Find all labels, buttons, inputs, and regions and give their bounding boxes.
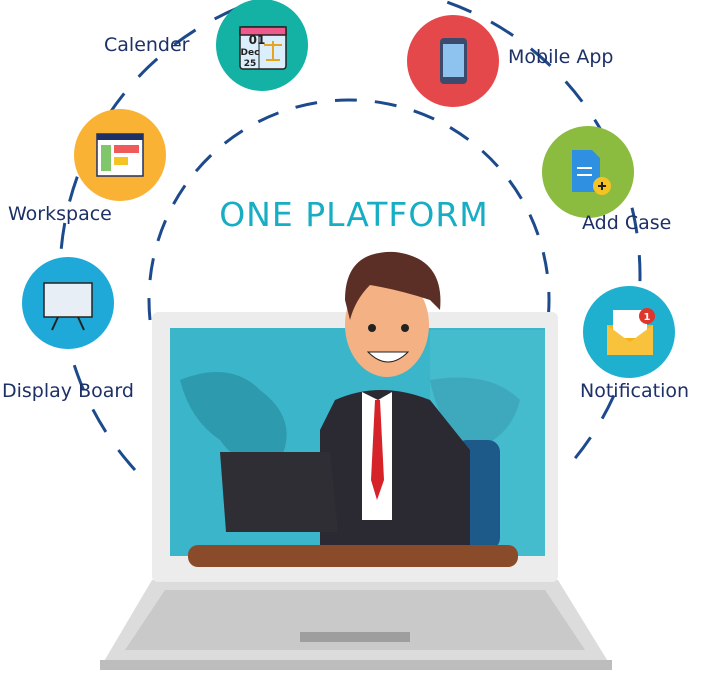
feature-calendar[interactable] — [216, 0, 308, 91]
label-display-board: Display Board — [2, 380, 134, 402]
add-document-icon — [572, 150, 611, 195]
feature-mobile-app[interactable] — [407, 15, 499, 107]
calendar-day: 01 — [249, 33, 266, 47]
feature-display-board[interactable] — [22, 257, 114, 349]
calendar-year: 25 — [244, 59, 257, 69]
calendar-icon — [239, 26, 287, 70]
notification-badge — [639, 308, 655, 324]
label-workspace: Workspace — [8, 203, 112, 225]
businessman — [188, 251, 518, 567]
feature-notification[interactable] — [583, 286, 675, 378]
label-calender: Calender — [104, 34, 190, 56]
feature-add-case[interactable] — [542, 126, 634, 218]
page-title: ONE PLATFORM — [219, 195, 489, 234]
label-notification: Notification — [580, 380, 690, 402]
label-add-case: Add Case — [582, 212, 672, 234]
inner-dashed-ring — [147, 98, 551, 321]
feature-workspace[interactable] — [74, 109, 166, 201]
notification-count: 1 — [644, 312, 651, 323]
browser-window-icon — [96, 133, 144, 177]
display-board-icon — [43, 282, 93, 331]
calendar-month: Dec — [241, 48, 260, 58]
label-mobile-app: Mobile App — [508, 46, 614, 68]
envelope-icon — [607, 308, 655, 355]
